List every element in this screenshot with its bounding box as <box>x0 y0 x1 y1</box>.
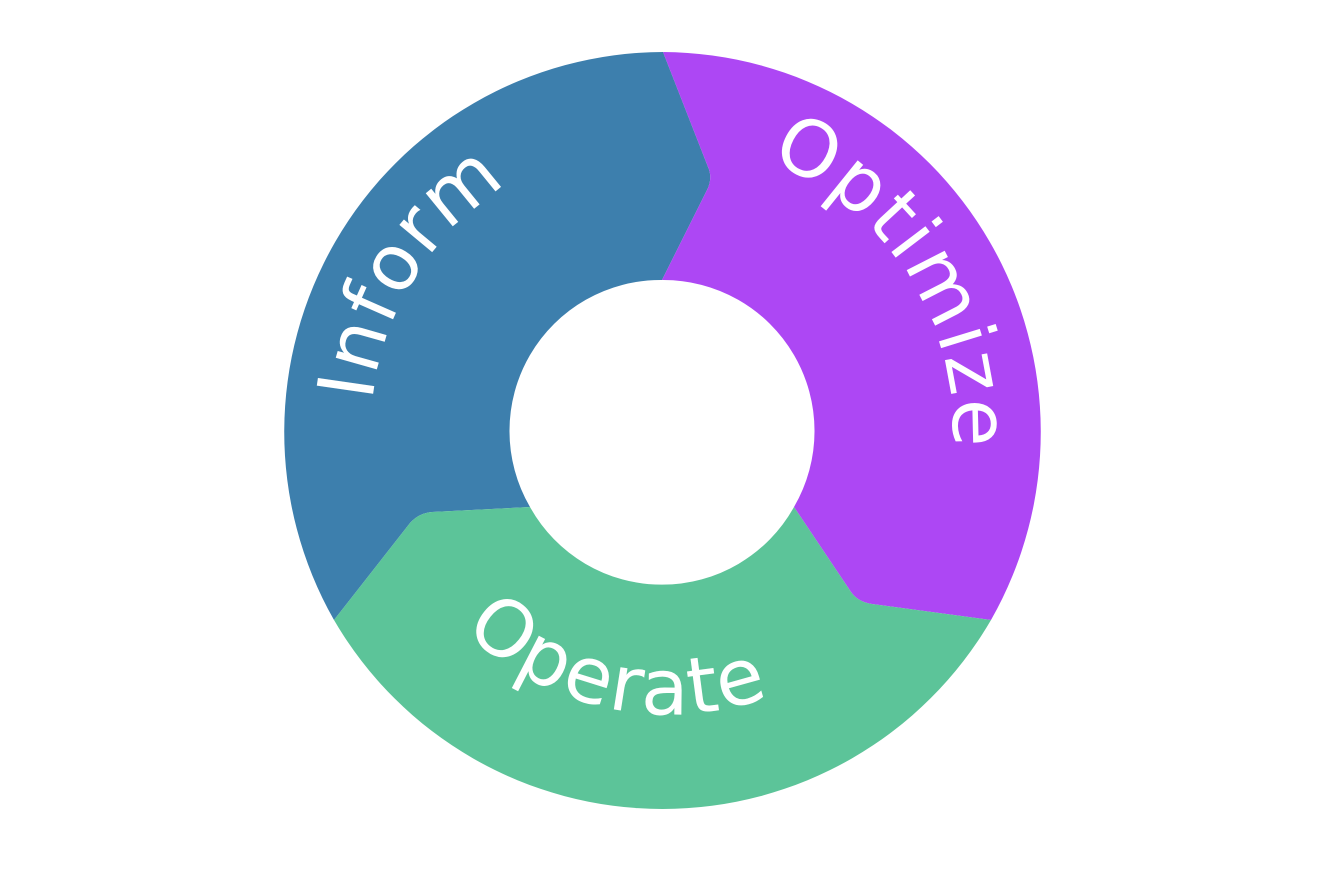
segment-inform <box>284 52 711 620</box>
segment-operate <box>334 507 991 809</box>
segment-optimize <box>662 52 1041 620</box>
